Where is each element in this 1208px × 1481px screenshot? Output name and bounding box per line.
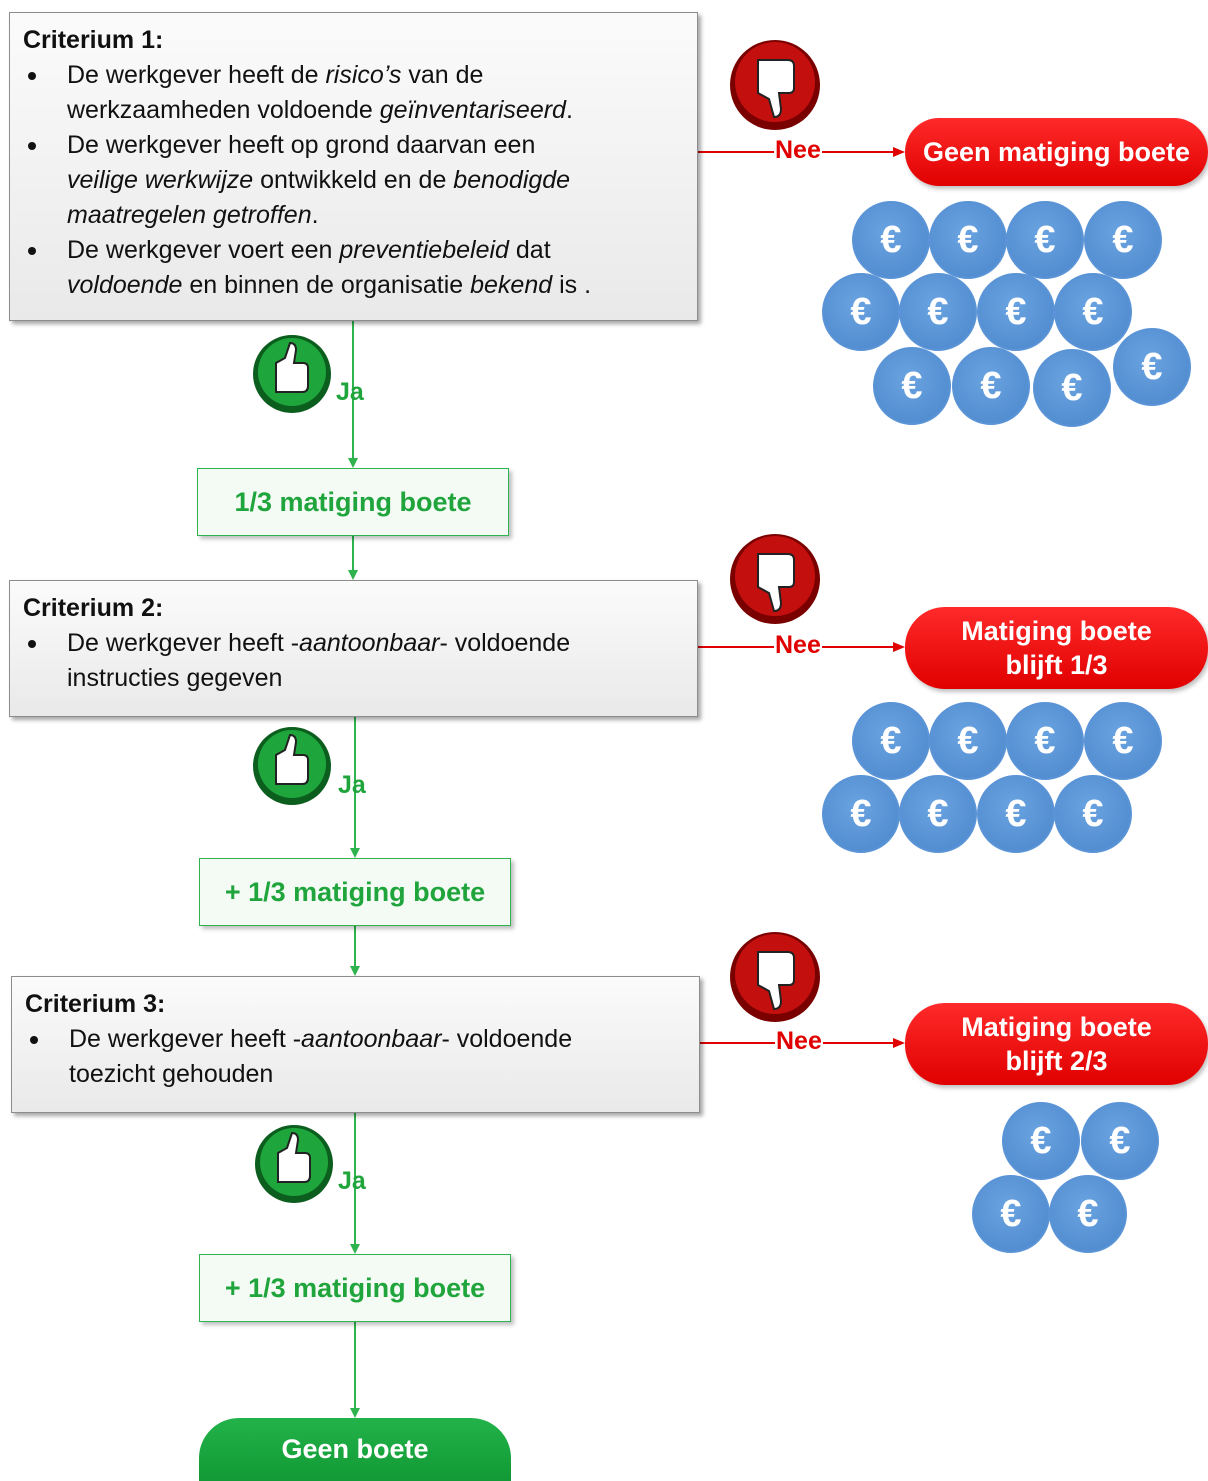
criterium-1-box: Criterium 1: De werkgever heeft de risic… [9, 12, 698, 321]
outcome-1-pill: Geen matiging boete [905, 118, 1208, 186]
criterium-1-bullets: De werkgever heeft de risico’s van de we… [23, 58, 683, 303]
bullet-text: De werkgever heeft op grond daarvan een [67, 131, 536, 159]
bullet-text: . [565, 96, 573, 124]
bullet-text: veilige werkwijze [67, 166, 254, 194]
bullet-text: risico’s [325, 61, 402, 89]
euro-coin-icon: € [1006, 201, 1084, 279]
outcome-2-pill: Matiging boete blijft 1/3 [905, 607, 1208, 689]
bullet-text: ontwikkeld en de [253, 166, 454, 194]
criterium-bullet: De werkgever heeft de risico’s van de we… [23, 58, 683, 128]
bullet-text: aantoonbaar [301, 1025, 442, 1053]
criterium-3-bullets: De werkgever heeft -aantoonbaar- voldoen… [25, 1022, 685, 1092]
criterium-bullet: De werkgever heeft -aantoonbaar- voldoen… [23, 626, 683, 696]
outcome-3-line-2: blijft 2/3 [1005, 1046, 1108, 1076]
bullet-text: geïnventariseerd [379, 96, 566, 124]
euro-coin-icon: € [929, 201, 1007, 279]
criterium-bullet: De werkgever heeft -aantoonbaar- voldoen… [25, 1022, 685, 1092]
yes-label-1: Ja [336, 378, 364, 406]
euro-coin-icon: € [1084, 201, 1162, 279]
thumbs-up-icon [255, 1125, 333, 1203]
result-2-box: + 1/3 matiging boete [199, 858, 511, 926]
thumbs-up-icon [253, 727, 331, 805]
euro-coin-icon: € [952, 347, 1030, 425]
euro-coin-icon: € [972, 1175, 1050, 1253]
euro-coin-icon: € [1033, 349, 1111, 427]
yes-label-3: Ja [338, 1167, 366, 1195]
euro-coin-icon: € [899, 273, 977, 351]
euro-coin-icon: € [852, 201, 930, 279]
bullet-text: benodigde maatregelen getroffen [67, 166, 571, 229]
euro-coin-icon: € [1054, 273, 1132, 351]
bullet-text: De werkgever heeft - [69, 1025, 302, 1053]
euro-coin-icon: € [1113, 328, 1191, 406]
euro-coin-icon: € [1054, 775, 1132, 853]
no-label-1: Nee [774, 136, 822, 165]
bullet-text: De werkgever heeft de [67, 61, 326, 89]
criterium-2-box: Criterium 2: De werkgever heeft -aantoon… [9, 580, 698, 717]
euro-coin-icon: € [873, 347, 951, 425]
bullet-text: - voldoende instructies gegeven [67, 629, 571, 692]
criterium-2-title: Criterium 2: [23, 594, 164, 622]
euro-coin-icon: € [822, 273, 900, 351]
criterium-2-bullets: De werkgever heeft -aantoonbaar- voldoen… [23, 626, 683, 696]
bullet-text: en binnen de organisatie [182, 271, 471, 299]
no-label-3: Nee [775, 1027, 823, 1056]
euro-coin-icon: € [1084, 702, 1162, 780]
euro-coin-icon: € [852, 702, 930, 780]
euro-coin-icon: € [899, 775, 977, 853]
bullet-text: - voldoende toezicht gehouden [69, 1025, 573, 1088]
criterium-3-box: Criterium 3: De werkgever heeft -aantoon… [11, 976, 700, 1113]
euro-coin-icon: € [822, 775, 900, 853]
no-label-2: Nee [774, 631, 822, 660]
euro-coin-icon: € [977, 273, 1055, 351]
bullet-text: De werkgever heeft - [67, 629, 300, 657]
bullet-text: dat [515, 236, 551, 264]
outcome-1-line-1: Geen matiging boete [922, 137, 1191, 167]
bullet-text: preventiebeleid [339, 236, 509, 264]
euro-coin-icon: € [977, 775, 1055, 853]
thumbs-up-icon [253, 335, 331, 413]
criterium-bullet: De werkgever voert een preventiebeleid d… [23, 233, 683, 303]
euro-coin-icon: € [1006, 702, 1084, 780]
thumbs-down-icon [730, 534, 820, 624]
bullet-text: is . [552, 271, 592, 299]
euro-coin-icon: € [929, 702, 1007, 780]
euro-coin-icon: € [1081, 1102, 1159, 1180]
criterium-1-title: Criterium 1: [23, 26, 164, 54]
euro-coin-icon: € [1002, 1102, 1080, 1180]
criterium-bullet: De werkgever heeft op grond daarvan een … [23, 128, 683, 233]
bullet-text: van de werkzaamheden voldoende [67, 61, 484, 124]
yes-label-2: Ja [338, 771, 366, 799]
thumbs-down-icon [730, 932, 820, 1022]
outcome-3-pill: Matiging boete blijft 2/3 [905, 1003, 1208, 1085]
result-3-box: + 1/3 matiging boete [199, 1254, 511, 1322]
bullet-text: . [311, 201, 319, 229]
outcome-3-line-1: Matiging boete [961, 1012, 1152, 1042]
bullet-text: bekend [470, 271, 553, 299]
outcome-2-line-1: Matiging boete [961, 616, 1152, 646]
criterium-3-title: Criterium 3: [25, 990, 166, 1018]
final-no-fine: Geen boete [199, 1418, 511, 1481]
bullet-text: aantoonbaar [299, 629, 440, 657]
result-1-box: 1/3 matiging boete [197, 468, 509, 536]
bullet-text: De werkgever voert een [67, 236, 340, 264]
bullet-text: voldoende [67, 271, 183, 299]
euro-coin-icon: € [1049, 1175, 1127, 1253]
thumbs-down-icon [730, 40, 820, 130]
outcome-2-line-2: blijft 1/3 [1005, 650, 1108, 680]
